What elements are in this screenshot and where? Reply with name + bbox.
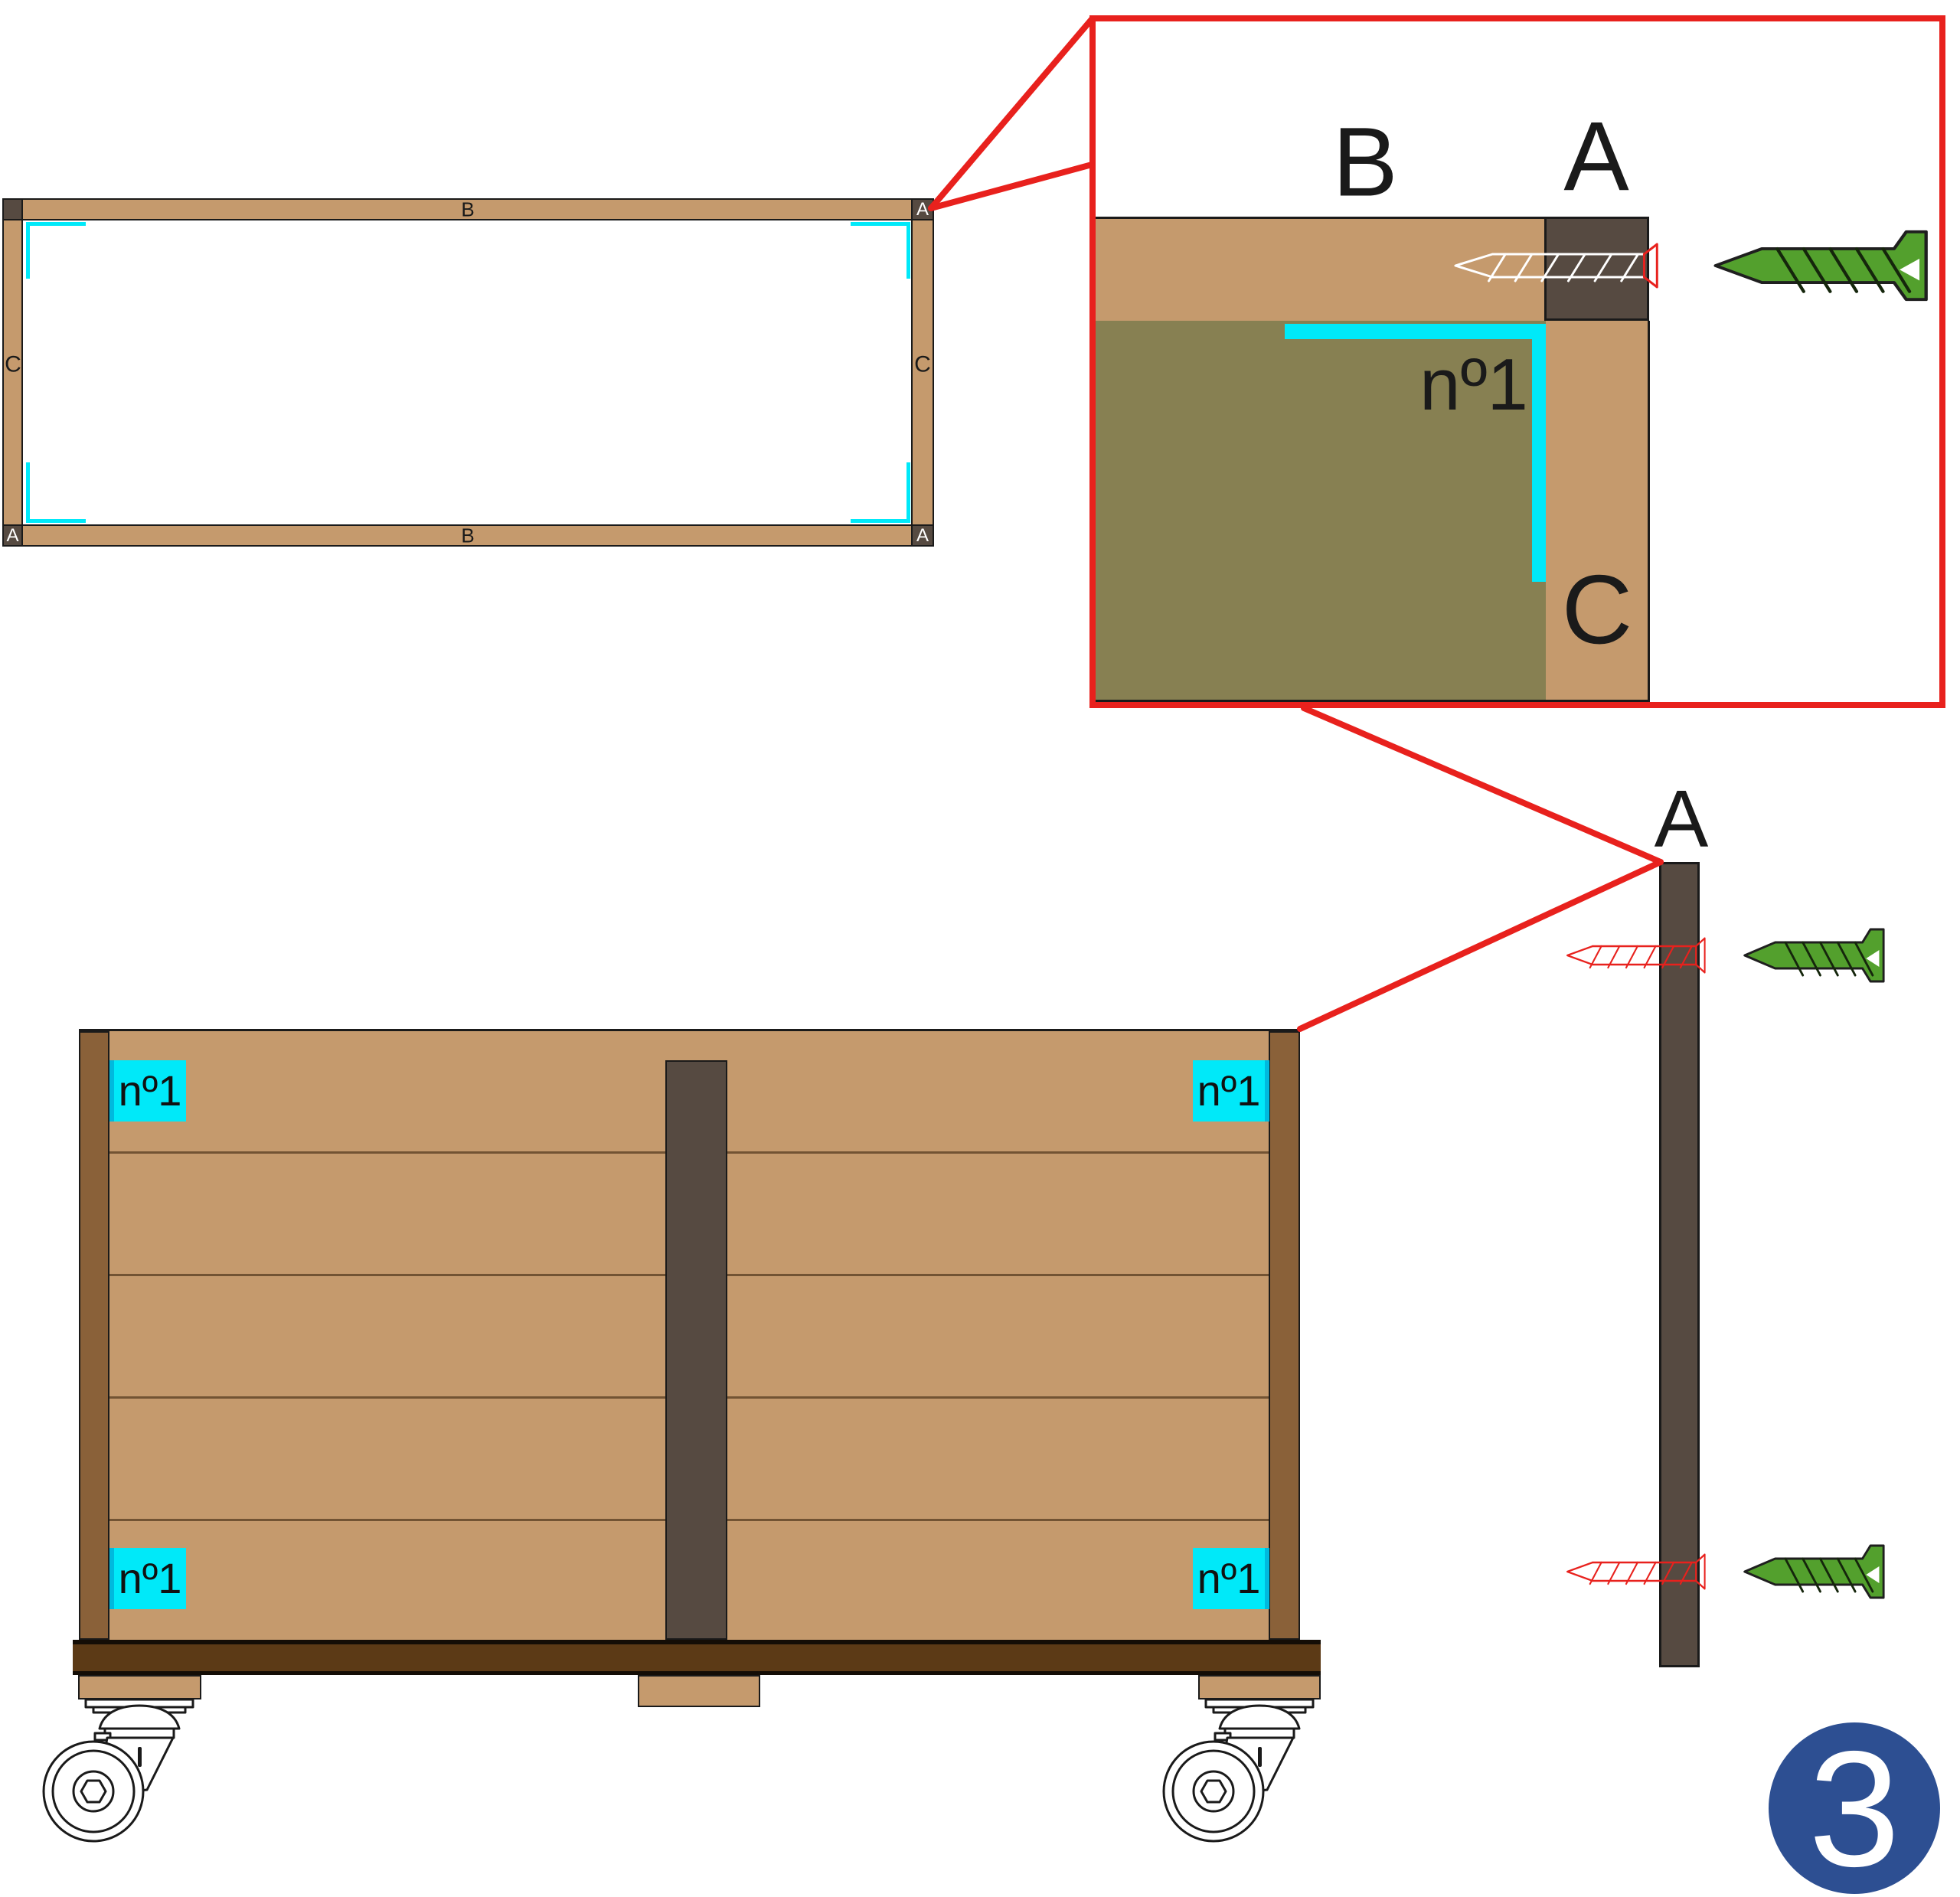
step-number: 3 (1808, 1716, 1900, 1897)
bracket-icon-tl-h (26, 222, 86, 226)
callout-line-post-to-detail (1301, 705, 1664, 865)
box-foot-right (1198, 1675, 1321, 1699)
bracket-icon-bl-h (26, 519, 86, 523)
detail-plank-b (1096, 217, 1544, 321)
callout-line-frame-to-box-top (928, 16, 1095, 211)
frame-corner-post-br: A (911, 524, 934, 547)
box-base-rail (73, 1640, 1321, 1675)
detail-bracket-label: nº1 (1419, 344, 1528, 426)
corner-marker-label-tr: nº1 (1197, 1066, 1261, 1115)
frame-top-view: A A A B B C C (2, 198, 934, 547)
frame-label-b-bottom: B (461, 524, 475, 547)
frame-corner-post-tl (2, 198, 23, 220)
detail-label-c: C (1561, 555, 1633, 665)
frame-plank-right (911, 198, 934, 547)
corner-marker-tl: nº1 (109, 1060, 186, 1122)
detail-bracket-icon-h (1285, 324, 1546, 339)
corner-marker-label-tl: nº1 (118, 1066, 182, 1115)
caster-icon-right (1162, 1698, 1315, 1843)
bracket-icon-tr-h (851, 222, 910, 226)
corner-post-a-part (1659, 862, 1700, 1667)
caster-icon-left (42, 1698, 194, 1843)
frame-plank-top (2, 198, 934, 220)
detail-corner-post-a (1544, 217, 1649, 321)
assembled-box-view: nº1 nº1 nº1 nº1 (79, 1029, 1300, 1640)
box-foot-center (638, 1675, 760, 1707)
frame-corner-post-tr: A (911, 198, 934, 220)
post-a-label: A (1654, 773, 1709, 864)
frame-label-c-right: C (914, 351, 931, 377)
box-left-edge-post (79, 1031, 109, 1640)
frame-corner-label-br: A (916, 524, 929, 546)
corner-marker-label-bl: nº1 (118, 1554, 182, 1602)
detail-plank-c (1546, 321, 1650, 702)
box-foot-left (78, 1675, 201, 1699)
frame-label-c-left: C (5, 351, 21, 377)
green-screw-icon-upper (1743, 928, 1885, 983)
green-screw-icon-lower (1743, 1544, 1885, 1599)
detail-label-a: A (1563, 102, 1629, 212)
corner-marker-br: nº1 (1193, 1548, 1269, 1609)
bracket-icon-br-h (851, 519, 910, 523)
frame-corner-label-bl: A (6, 524, 19, 546)
frame-corner-label-tr: A (916, 198, 929, 220)
box-center-brace (665, 1060, 727, 1640)
step-badge: 3 (1769, 1722, 1940, 1894)
corner-marker-label-br: nº1 (1197, 1554, 1261, 1602)
corner-marker-bl: nº1 (109, 1548, 186, 1609)
box-right-edge-post (1269, 1031, 1300, 1640)
callout-line-post-to-bigbox (1297, 859, 1664, 1032)
frame-corner-post-bl: A (2, 524, 23, 547)
detail-inner-panel (1096, 321, 1546, 702)
detail-callout-box: B A C nº1 (1089, 15, 1945, 708)
bracket-icon-br-v (906, 462, 910, 519)
bracket-icon-tr-v (906, 222, 910, 279)
frame-label-b-top: B (461, 198, 475, 221)
bracket-icon-tl-v (26, 222, 30, 279)
detail-bracket-icon-v (1532, 324, 1546, 582)
bracket-icon-bl-v (26, 462, 30, 519)
frame-plank-bottom (2, 524, 934, 547)
corner-marker-tr: nº1 (1193, 1060, 1269, 1122)
detail-label-b: B (1332, 107, 1398, 217)
callout-line-frame-to-box-edge (928, 162, 1095, 211)
